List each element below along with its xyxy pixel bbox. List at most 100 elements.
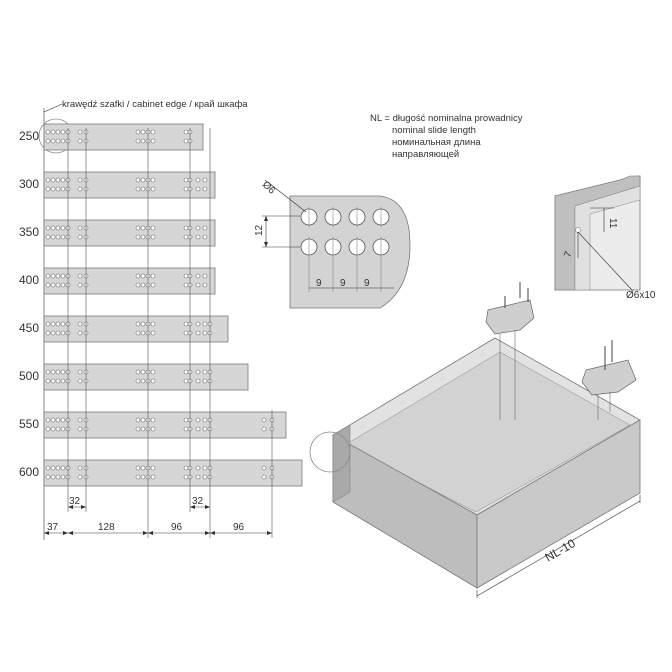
dist-4-label: 96: [233, 522, 245, 533]
rail-hole: [45, 273, 51, 279]
rail-hole: [183, 474, 189, 480]
corner-dim-11: 11: [607, 218, 618, 229]
rail-hole: [195, 234, 201, 240]
cabinet-edge-label: krawędź szafki / cabinet edge / край шка…: [62, 99, 248, 110]
rail-hole: [202, 426, 208, 432]
rail-hole: [195, 330, 201, 336]
dist-1-label: 37: [47, 522, 59, 533]
rail-hole: [140, 273, 146, 279]
rail-hole: [60, 321, 66, 327]
rail-hole: [55, 426, 61, 432]
rail-hole: [183, 129, 189, 135]
rail-body: [43, 411, 287, 439]
rail-hole: [140, 186, 146, 192]
chain-dimensions: 37 128 96 96: [44, 522, 272, 535]
rail-hole: [60, 273, 66, 279]
rail-hole: [150, 273, 156, 279]
rail-body: [43, 315, 229, 343]
rail-hole: [183, 369, 189, 375]
rail-hole: [55, 129, 61, 135]
rail-hole: [55, 273, 61, 279]
hole-alignment-lines: [67, 128, 273, 538]
rail-length-label: 350: [19, 225, 39, 239]
rail-hole: [77, 177, 83, 183]
rail-hole: [195, 321, 201, 327]
legend-line-1: NL = długość nominalna prowadnicy: [370, 113, 523, 124]
rail-hole: [202, 273, 208, 279]
rail-hole: [50, 474, 56, 480]
rail-hole: [183, 321, 189, 327]
rail-hole: [135, 234, 141, 240]
rail-hole: [202, 378, 208, 384]
rail-hole: [55, 369, 61, 375]
rail-hole: [55, 138, 61, 144]
legend-line-2: nominal slide length: [392, 125, 476, 136]
rail-hole: [195, 465, 201, 471]
rail-hole: [60, 369, 66, 375]
rail-hole: [150, 378, 156, 384]
rail-hole: [135, 417, 141, 423]
rail-hole: [50, 186, 56, 192]
rail-hole: [150, 225, 156, 231]
rail-hole: [60, 330, 66, 336]
rail-hole: [55, 186, 61, 192]
spacing-dimensions: 32 32: [68, 496, 210, 509]
rail-hole: [202, 282, 208, 288]
dist-2-label: 128: [98, 522, 115, 533]
rail-length-label: 600: [19, 465, 39, 479]
rail-300: 300: [19, 171, 216, 199]
rail-hole: [140, 225, 146, 231]
rail-hole: [50, 321, 56, 327]
rail-hole: [135, 225, 141, 231]
rail-hole: [202, 177, 208, 183]
rail-hole: [45, 426, 51, 432]
rail-hole: [150, 186, 156, 192]
rail-hole: [261, 426, 267, 432]
rail-hole: [45, 177, 51, 183]
legend-line-3: номинальная длина: [392, 137, 481, 148]
rail-hole: [140, 330, 146, 336]
rail-hole: [135, 282, 141, 288]
drawer-corner-circle: [309, 431, 351, 473]
rail-350: 350: [19, 219, 216, 247]
rail-hole: [135, 129, 141, 135]
rail-hole: [60, 177, 66, 183]
rail-hole: [45, 474, 51, 480]
rail-hole: [140, 426, 146, 432]
detail-vertical-label: 12: [254, 224, 265, 236]
rail-hole: [55, 225, 61, 231]
rail-hole: [60, 378, 66, 384]
rail-hole: [45, 282, 51, 288]
rail-hole: [261, 417, 267, 423]
rail-hole: [77, 378, 83, 384]
dist-3-label: 96: [171, 522, 183, 533]
rail-hole: [261, 474, 267, 480]
rail-hole: [50, 465, 56, 471]
rail-hole: [45, 225, 51, 231]
rail-hole: [60, 465, 66, 471]
rail-body: [43, 171, 216, 199]
rail-hole: [135, 186, 141, 192]
rail-hole: [135, 426, 141, 432]
rail-hole: [195, 177, 201, 183]
rail-hole: [183, 330, 189, 336]
rail-hole: [55, 330, 61, 336]
rail-hole: [135, 138, 141, 144]
rail-hole: [50, 225, 56, 231]
spacing-b-label: 32: [192, 496, 204, 507]
legend-line-4: направляющей: [392, 149, 459, 160]
rail-hole: [202, 330, 208, 336]
rail-450: 450: [19, 315, 229, 343]
hole-detail-plate: 12 Ø6 9 9 9: [254, 179, 411, 309]
rail-hole: [50, 129, 56, 135]
rail-hole: [135, 474, 141, 480]
rail-hole: [150, 426, 156, 432]
spacing-a-label: 32: [69, 496, 81, 507]
rail-hole: [140, 465, 146, 471]
rail-body: [43, 219, 216, 247]
rail-550: 550: [19, 411, 287, 439]
rail-length-label: 450: [19, 321, 39, 335]
rail-hole: [150, 234, 156, 240]
rail-hole: [195, 426, 201, 432]
